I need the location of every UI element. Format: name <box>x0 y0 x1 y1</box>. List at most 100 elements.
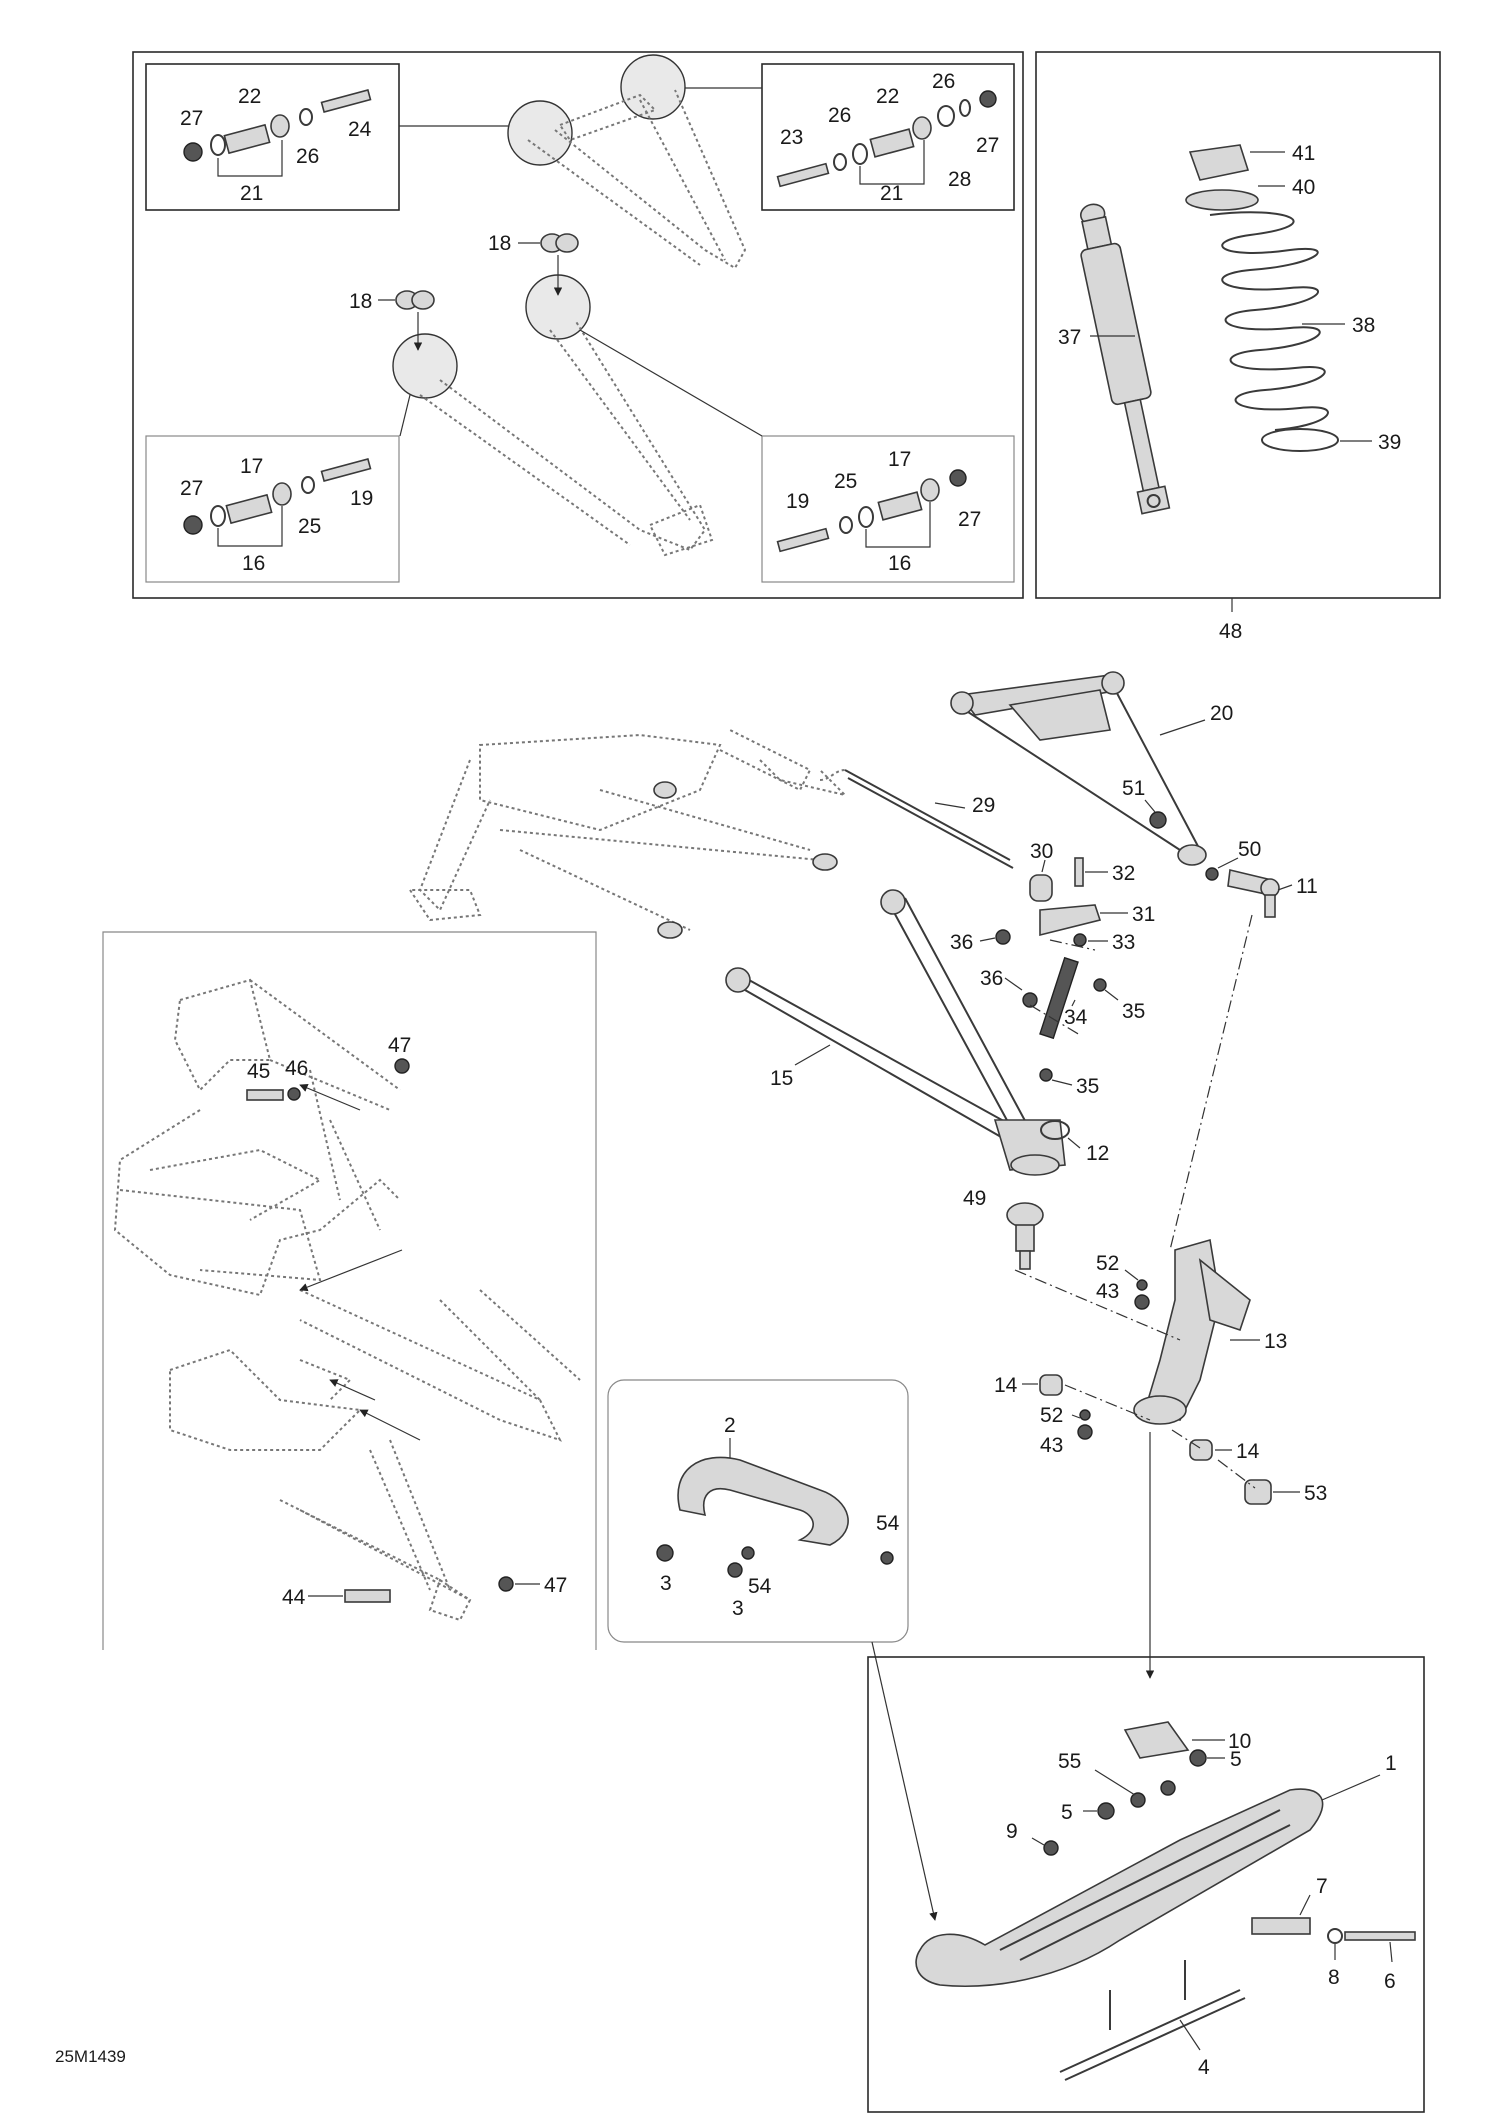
callout-39: 39 <box>1378 431 1401 454</box>
washer-52 <box>1079 1409 1091 1421</box>
callout-33: 33 <box>1112 931 1135 954</box>
callout-22: 22 <box>238 85 261 108</box>
bolt-35 <box>1039 1068 1053 1082</box>
callout-21: 21 <box>880 182 903 205</box>
sway-bar-29 <box>844 769 1011 861</box>
callout-31: 31 <box>1132 903 1155 926</box>
callout-7: 7 <box>1316 1875 1328 1898</box>
circlip-12 <box>1040 1120 1070 1140</box>
bushing-kit-lower-left <box>183 457 372 547</box>
callout-8: 8 <box>1328 1966 1340 1989</box>
callout-55: 55 <box>1058 1750 1081 1773</box>
callout-52: 52 <box>1040 1404 1063 1427</box>
callout-16: 16 <box>242 552 265 575</box>
callout-25: 25 <box>298 515 321 538</box>
inset-lower-right <box>761 435 1015 583</box>
callout-2: 2 <box>724 1414 736 1437</box>
callout-16: 16 <box>888 552 911 575</box>
callout-17: 17 <box>240 455 263 478</box>
washer-8 <box>1327 1928 1343 1944</box>
callout-13: 13 <box>1264 1330 1287 1353</box>
callout-5: 5 <box>1230 1748 1242 1771</box>
callout-35: 35 <box>1076 1075 1099 1098</box>
nut-5 <box>1189 1749 1207 1767</box>
callout-3: 3 <box>732 1597 744 1620</box>
callout-19: 19 <box>350 487 373 510</box>
callout-17: 17 <box>888 448 911 471</box>
nut-54 <box>880 1551 894 1565</box>
preload-adjuster-41 <box>1188 144 1250 181</box>
lower-a-arm-15 <box>725 889 1066 1176</box>
nut-43 <box>1077 1424 1093 1440</box>
washer-18-top <box>540 233 579 296</box>
nut-9 <box>1043 1840 1059 1856</box>
callout-14: 14 <box>1236 1440 1260 1463</box>
nut-55 <box>1130 1792 1146 1808</box>
ball-joint-11 <box>1227 869 1280 918</box>
link-34 <box>1022 956 1107 1040</box>
inset-lower-left <box>145 435 400 583</box>
callout-52: 52 <box>1096 1252 1119 1275</box>
inset-upper-left <box>145 63 400 211</box>
sway-bar-link-hardware <box>995 857 1102 947</box>
bushing-kit-upper-left <box>183 88 372 177</box>
callout-27: 27 <box>958 508 981 531</box>
callout-48: 48 <box>1219 620 1242 643</box>
callout-18: 18 <box>349 290 372 313</box>
callout-14: 14 <box>994 1374 1018 1397</box>
callout-3: 3 <box>660 1572 672 1595</box>
callout-24: 24 <box>348 118 372 141</box>
callout-40: 40 <box>1292 176 1315 199</box>
callout-30: 30 <box>1030 840 1053 863</box>
spindle-13 <box>1133 1238 1251 1425</box>
wear-pad-10 <box>1123 1721 1190 1759</box>
callout-28: 28 <box>948 168 971 191</box>
callout-46: 46 <box>285 1057 308 1080</box>
shock-absorber-panel: 41 40 37 38 39 48 <box>1035 51 1441 643</box>
ski-panel: 10 1 55 5 5 9 7 8 6 4 <box>867 1656 1425 2113</box>
chassis-ghost <box>408 729 849 939</box>
bolt-6 <box>1344 1931 1416 1941</box>
bolt-3 <box>656 1544 674 1562</box>
drawing-number: 25M1439 <box>55 2047 126 2066</box>
bushing-kit-lower-right <box>776 469 967 553</box>
callout-6: 6 <box>1384 1970 1396 1993</box>
callout-49: 49 <box>963 1187 986 1210</box>
nut-47 <box>394 1058 410 1074</box>
callout-26: 26 <box>296 145 319 168</box>
callout-36: 36 <box>980 967 1003 990</box>
callout-9: 9 <box>1006 1820 1018 1843</box>
inset-upper-right <box>761 63 1015 211</box>
washer-46 <box>287 1087 301 1101</box>
callout-18: 18 <box>488 232 511 255</box>
callout-44: 44 <box>282 1586 306 1609</box>
shock-absorber-37 <box>1079 203 1171 515</box>
washer-50 <box>1205 867 1219 881</box>
panel-frame <box>132 51 1024 599</box>
callout-22: 22 <box>876 85 899 108</box>
callout-35: 35 <box>1122 1000 1145 1023</box>
callout-32: 32 <box>1112 862 1135 885</box>
callout-26: 26 <box>828 104 851 127</box>
ski-handle-panel: 2 3 54 54 3 <box>607 1379 938 1921</box>
front-suspension-assembly: 20 29 51 30 32 50 11 31 36 33 36 34 35 1… <box>408 671 1327 1679</box>
bushing-kit-upper-right <box>776 90 997 188</box>
callout-43: 43 <box>1096 1280 1119 1303</box>
upper-a-arm-ghost <box>399 54 762 270</box>
washer-18-left <box>395 290 435 351</box>
callout-53: 53 <box>1304 1482 1327 1505</box>
washer-52 <box>1136 1279 1148 1291</box>
lower-a-arm-ghost <box>392 274 763 557</box>
upper-a-arm-20 <box>950 671 1207 866</box>
callout-4: 4 <box>1198 2056 1210 2079</box>
ski-handle-2 <box>677 1456 849 1546</box>
a-arm-detail-panel: 27 22 26 24 21 26 22 26 23 27 28 21 18 1… <box>132 51 1024 599</box>
callout-27: 27 <box>976 134 999 157</box>
callout-51: 51 <box>1122 777 1145 800</box>
nut-43 <box>1134 1294 1150 1310</box>
callout-21: 21 <box>240 182 263 205</box>
spring-seat-40 <box>1185 189 1259 211</box>
panel-frame <box>867 1656 1425 2113</box>
spring-38 <box>1209 211 1329 431</box>
